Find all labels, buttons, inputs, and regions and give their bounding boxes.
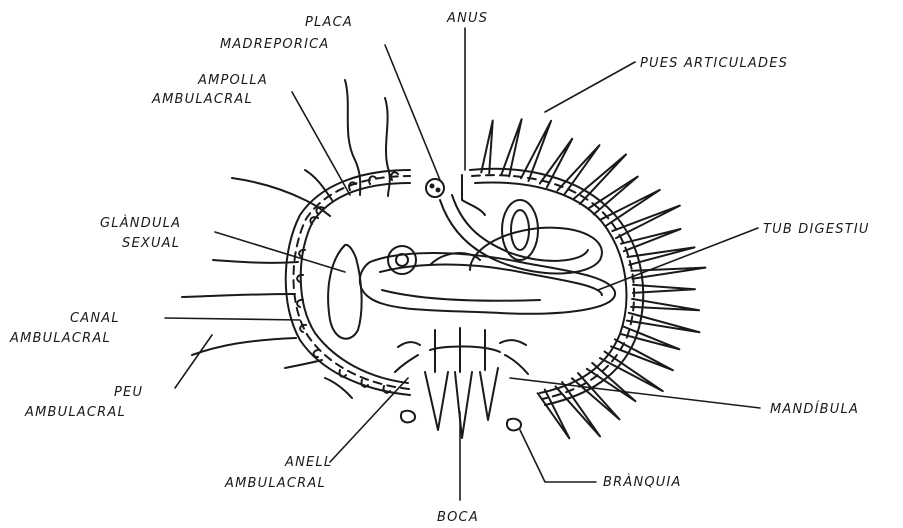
canal-ambulacral-line — [294, 175, 635, 399]
label-peu-line2: AMBULACRAL — [24, 405, 126, 420]
anus-tube — [462, 175, 485, 215]
label-glandula-line2: SEXUAL — [122, 236, 180, 251]
label-anell-line1: ANELL — [284, 455, 332, 470]
gonad — [328, 245, 361, 339]
gill-left — [401, 411, 415, 423]
label-peu-line1: PEU — [114, 385, 143, 400]
madreporic-plate — [426, 179, 444, 197]
spine — [600, 352, 663, 392]
label-anus: ANUS — [446, 11, 488, 26]
gill-right — [507, 419, 521, 431]
spine — [501, 119, 521, 176]
label-canal-line2: AMBULACRAL — [9, 331, 111, 346]
ampullae — [297, 172, 398, 392]
tube-feet — [182, 80, 390, 398]
digestive-tube — [360, 195, 615, 314]
labels: PLACA MADREPORICA ANUS PUES ARTICULADES … — [9, 11, 870, 525]
label-mandibula: MANDÍBULA — [770, 401, 859, 417]
label-branquia: BRÀNQUIA — [603, 474, 682, 490]
spine — [481, 121, 492, 174]
test-inner-wall — [301, 182, 627, 393]
label-ampolla-line1: AMPOLLA — [197, 73, 268, 88]
label-placa-line1: PLACA — [305, 15, 353, 30]
spine — [621, 229, 680, 251]
label-glandula-line1: GLÀNDULA — [100, 215, 181, 231]
label-canal-line1: CANAL — [70, 311, 120, 326]
label-boca: BOCA — [437, 510, 479, 525]
label-ampolla-line2: AMBULACRAL — [151, 92, 253, 107]
label-anell-line2: AMBULACRAL — [224, 476, 326, 491]
label-tub: TUB DIGESTIU — [763, 222, 870, 237]
spines — [481, 119, 705, 438]
label-placa-line2: MADREPORICA — [220, 37, 329, 52]
label-pues: PUES ARTICULADES — [640, 56, 788, 71]
spine — [631, 299, 699, 310]
